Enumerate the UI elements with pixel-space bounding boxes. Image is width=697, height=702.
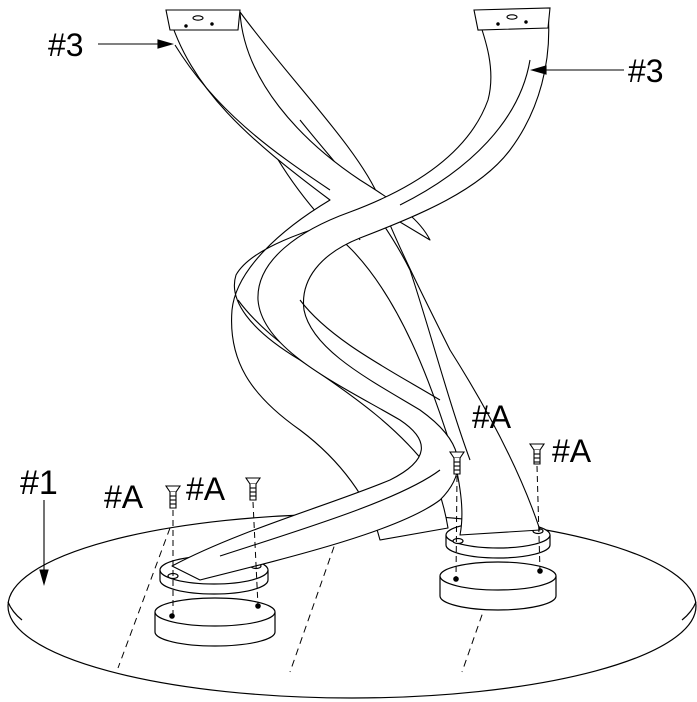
label-screw-a-1: #A — [104, 479, 144, 515]
screw-icon — [244, 477, 262, 501]
right-mount-pad — [439, 561, 557, 611]
base-plate — [7, 513, 697, 699]
label-screw-a-3: #A — [472, 399, 512, 435]
label-part-3-left: #3 — [48, 27, 84, 63]
leg-top-caps — [165, 7, 551, 31]
callout-arrows — [39, 39, 624, 587]
left-mount-pad — [154, 597, 276, 647]
screw-icon — [528, 443, 546, 465]
label-part-1: #1 — [20, 464, 58, 502]
screw-guide-lines — [172, 465, 541, 616]
screw-icon — [164, 485, 182, 509]
label-screw-a-4: #A — [552, 433, 592, 469]
leg-right — [171, 11, 550, 581]
screw-icon — [448, 451, 466, 475]
label-part-3-right: #3 — [628, 53, 664, 89]
label-screw-a-2: #A — [186, 471, 226, 507]
